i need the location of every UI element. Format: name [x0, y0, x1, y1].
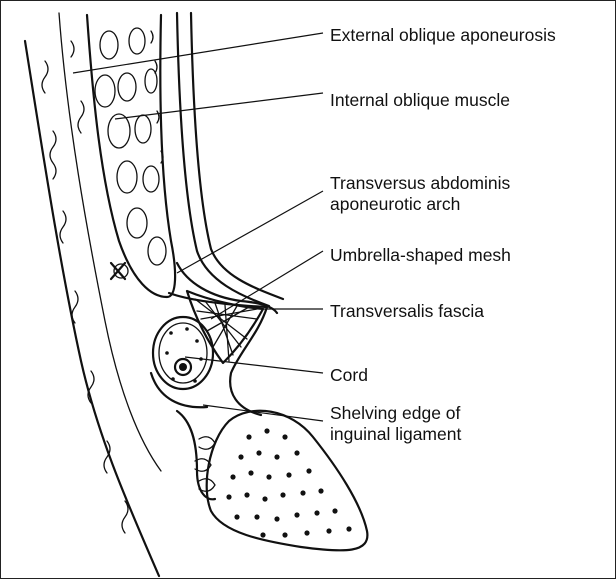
- label-shelving-edge: Shelving edge of inguinal ligament: [330, 403, 461, 445]
- label-shelving-line2: inguinal ligament: [330, 424, 461, 445]
- label-transversalis-fascia: Transversalis fascia: [330, 301, 484, 322]
- label-internal-oblique-muscle: Internal oblique muscle: [330, 90, 510, 111]
- label-external-oblique-aponeurosis: External oblique aponeurosis: [330, 25, 556, 46]
- inguinal-ligament-edge: [177, 411, 215, 499]
- label-transversus-line2: aponeurotic arch: [330, 194, 510, 215]
- leader-lines: [73, 33, 323, 421]
- spermatic-cord: [153, 317, 213, 389]
- label-transversus-line1: Transversus abdominis: [330, 173, 510, 194]
- label-cord: Cord: [330, 365, 368, 386]
- x-marker: [111, 263, 128, 279]
- label-umbrella-shaped-mesh: Umbrella-shaped mesh: [330, 245, 511, 266]
- external-oblique-layer: [177, 13, 269, 306]
- label-shelving-line1: Shelving edge of: [330, 403, 461, 424]
- label-transversus-abdominis: Transversus abdominis aponeurotic arch: [330, 173, 510, 215]
- internal-oblique-region: [87, 15, 175, 297]
- outer-boundary-line: [25, 41, 159, 576]
